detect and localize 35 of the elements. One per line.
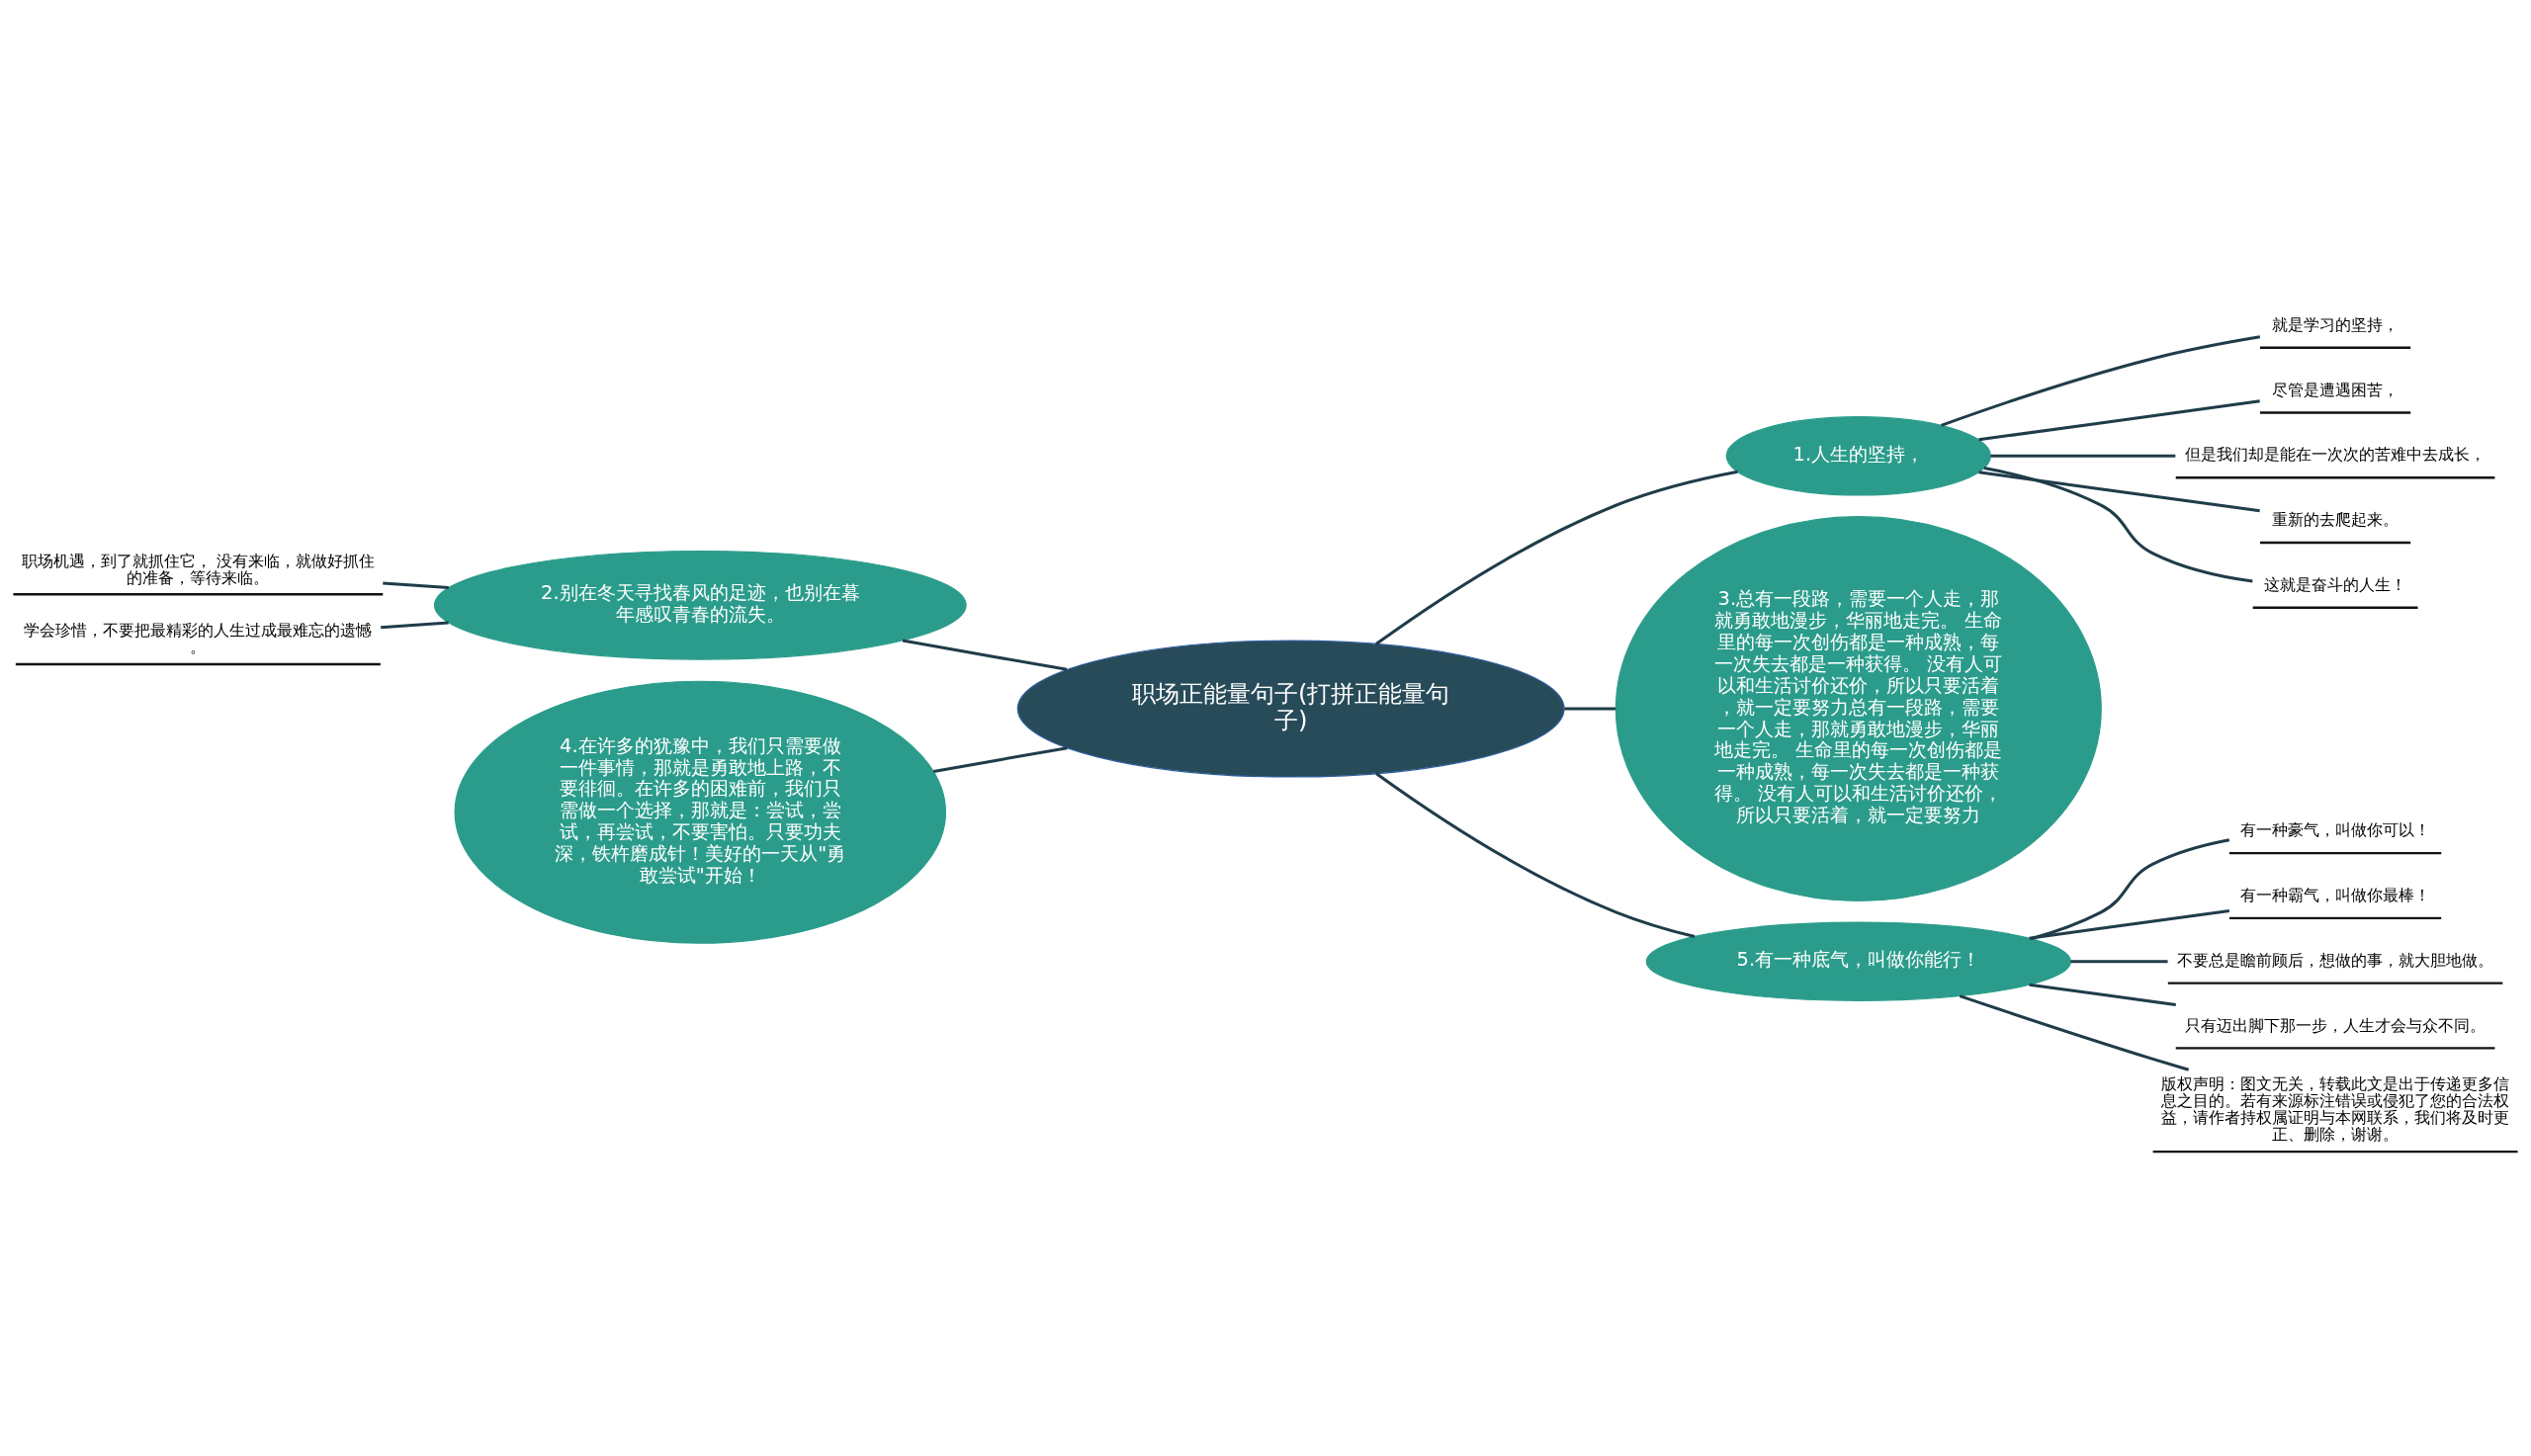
node-ellipse: 2.别在冬天寻找春风的足迹，也别在暮年感叹青春的流失。 <box>433 550 967 660</box>
connector <box>383 581 449 590</box>
node-ellipse: 职场正能量句子(打拼正能量句子) <box>1016 640 1565 778</box>
connector <box>2029 983 2176 1007</box>
connector <box>1564 707 1616 711</box>
node-text: 有一种豪气，叫做你可以！ <box>2240 820 2431 840</box>
node-text: 不要总是瞻前顾后，想做的事，就大胆地做。 <box>2177 950 2494 970</box>
node-text: 版权声明：图文无关，转载此文是出于传递更多信息之目的。若有来源标注错误或侵犯了您的合法权益，请作者持权属证明与本网联系，我们将及时更正、删除，谢谢。 <box>2161 1074 2510 1145</box>
connector <box>1375 772 1696 938</box>
connector <box>381 621 449 630</box>
node-text: 只有迈出脚下那一步，人生才会与众不同。 <box>2185 1015 2487 1035</box>
connector <box>1983 467 2253 583</box>
node-ellipse: 5.有一种底气，叫做你能行！ <box>1645 921 2071 1001</box>
node-ellipse: 1.人生的坚持， <box>1725 416 1991 496</box>
connector <box>1978 399 2260 442</box>
node-text: 职场机遇，到了就抓住它， 没有来临，就做好抓住的准备，等待来临。 <box>21 551 375 587</box>
node-text: 这就是奋斗的人生！ <box>2264 574 2407 594</box>
node-text: 但是我们却是能在一次次的苦难中去成长， <box>2185 445 2487 465</box>
node-ellipse: 4.在许多的犹豫中，我们只需要做一件事情，那就是勇敢地上路，不要徘徊。在许多的困难前，我们只需做一个选择，那就是：尝试，尝试，再尝试，不要害怕。只要功夫深，铁杵磨成针！美好的一天从"勇敢尝试"开始！ <box>454 680 947 944</box>
node-ellipse: 3.总有一段路，需要一个人走，那就勇敢地漫步，华丽地走完。 生命里的每一次创伤都是一种成熟，每一次失去都是一种获得。 没有人可以和生活讨价还价，所以只要活着，就一定要努力总有一段路，需要一个人走，那就勇敢地漫步，华丽地走完。 生命里的每一次创伤都是一种成熟，每一次失去都是一种获得。 没有人可以和生活讨价还价，所以只要活着，就一定要努力 <box>1615 516 2102 901</box>
node-text: 学会珍惜，不要把最精彩的人生过成最难忘的遗憾。 <box>24 621 373 657</box>
node-text: 有一种霸气，叫做你最棒！ <box>2240 886 2431 905</box>
connector <box>2030 838 2230 941</box>
connector <box>2070 960 2168 964</box>
node-text: 重新的去爬起来。 <box>2272 510 2400 530</box>
node-text: 就是学习的坚持， <box>2272 314 2400 334</box>
connector <box>2029 909 2230 940</box>
connector <box>932 746 1068 773</box>
connector <box>1375 470 1738 645</box>
connector <box>1990 454 2176 458</box>
connector <box>1959 994 2190 1071</box>
connector <box>1941 335 2261 427</box>
connector <box>902 639 1068 671</box>
node-text: 尽管是遭遇困苦， <box>2272 380 2400 399</box>
connector <box>1978 471 2260 513</box>
